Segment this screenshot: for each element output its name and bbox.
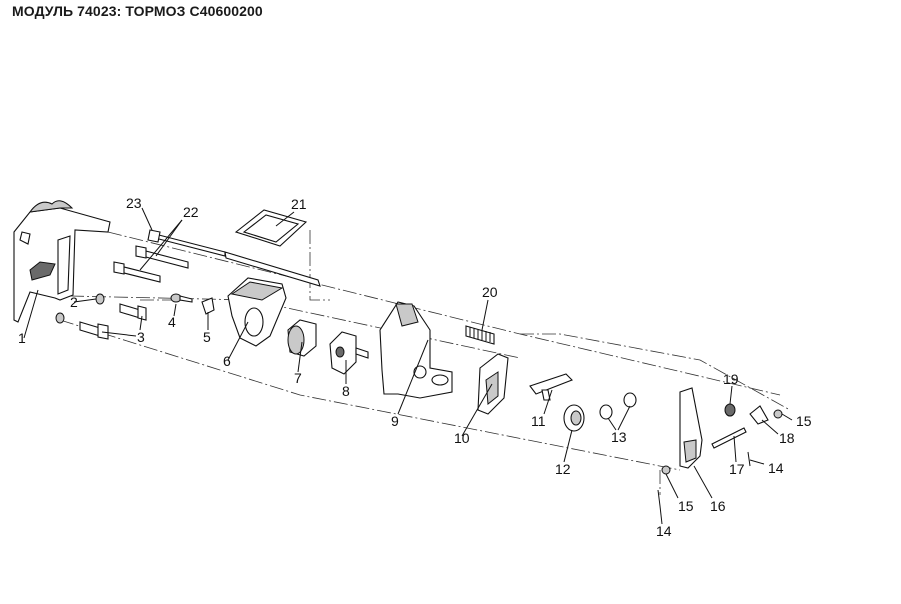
part-18-bracket [749, 405, 769, 425]
callout-14-right: 14 [768, 460, 784, 476]
callout-4: 4 [168, 314, 176, 330]
callout-8: 8 [342, 383, 350, 399]
callout-13: 13 [611, 429, 627, 445]
callout-5: 5 [203, 329, 211, 345]
part-9-arm [379, 301, 453, 399]
callout-18: 18 [779, 430, 795, 446]
part-11-link [529, 373, 573, 401]
callout-16: 16 [710, 498, 726, 514]
part-19-nut [724, 403, 736, 417]
part-21-gasket [234, 209, 308, 247]
leader-lines [23, 207, 793, 525]
callout-11: 11 [531, 413, 546, 429]
part-16-handle [679, 387, 703, 469]
part-8-block [329, 331, 369, 375]
part-7-brake-pad [287, 319, 317, 357]
part-22-rods [113, 233, 226, 283]
part-3-bolts [79, 303, 147, 340]
part-10-plate [477, 353, 509, 415]
callout-19: 19 [723, 371, 739, 387]
part-2-washers [55, 293, 105, 324]
part-17-pin [711, 427, 747, 449]
callout-21: 21 [291, 196, 307, 212]
callout-14-lower: 14 [656, 523, 672, 539]
part-5-clip [201, 297, 215, 315]
part-14-pins [657, 451, 751, 507]
callout-labels: 1 2 3 4 5 6 7 8 9 10 11 12 13 14 14 15 1… [18, 195, 812, 539]
callout-22: 22 [183, 204, 199, 220]
part-12-disc [563, 404, 585, 432]
page-title: МОДУЛЬ 74023: ТОРМОЗ C40600200 [12, 3, 263, 19]
part-23-screw [147, 229, 161, 243]
callout-1: 1 [18, 330, 26, 346]
callout-23: 23 [126, 195, 142, 211]
callout-3: 3 [137, 329, 145, 345]
part-13-nuts [599, 392, 637, 420]
part-1-frame [13, 200, 111, 323]
callout-15-lower: 15 [678, 498, 694, 514]
callout-10: 10 [454, 430, 470, 446]
callout-12: 12 [555, 461, 571, 477]
part-4-screw [170, 293, 193, 303]
part-15-washers [661, 409, 783, 475]
part-6-housing [227, 277, 287, 347]
callout-7: 7 [294, 370, 302, 386]
callout-6: 6 [223, 353, 231, 369]
callout-15-right: 15 [796, 413, 812, 429]
callout-20: 20 [482, 284, 498, 300]
part-20-spring [465, 325, 495, 345]
callout-2: 2 [70, 294, 78, 310]
callout-9: 9 [391, 413, 399, 429]
brake-shaft [224, 251, 321, 287]
callout-17: 17 [729, 461, 745, 477]
